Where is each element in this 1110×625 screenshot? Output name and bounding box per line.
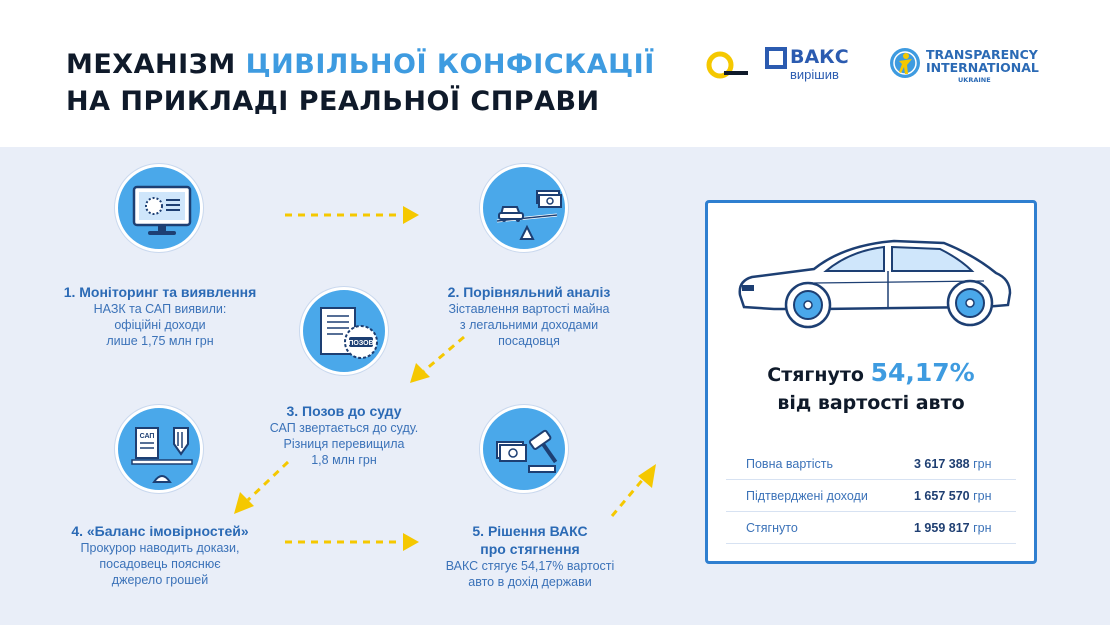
- step2-desc-line1: Зіставлення вартості майна: [448, 302, 610, 316]
- step5-title-line2: про стягнення: [480, 541, 580, 557]
- step5-text: 5. Рішення ВАКС про стягнення ВАКС стягу…: [420, 522, 640, 590]
- title-line1-prefix: МЕХАНІЗМ: [66, 49, 246, 80]
- globe-person-icon: [890, 48, 920, 78]
- stamp-label: ПОЗОВ: [348, 340, 373, 347]
- ti-logo-line1: TRANSPARENCY: [926, 47, 1038, 62]
- arrow-5-to-result-icon: [610, 464, 656, 517]
- scale-car-money-icon: [496, 190, 562, 240]
- step5-title-line1: 5. Рішення ВАКС: [472, 523, 588, 539]
- step4-text: 4. «Баланс імовірностей» Прокурор наводи…: [40, 522, 280, 588]
- vaks-square-icon: [765, 47, 787, 69]
- step3-title: 3. Позов до суду: [286, 403, 402, 419]
- row-unit: грн: [969, 457, 992, 471]
- step2-title: 2. Порівняльний аналіз: [447, 284, 611, 300]
- row-label: Повна вартість: [746, 457, 834, 471]
- vaks-logo-sub: вирішив: [790, 67, 839, 82]
- arrow-2-to-3-icon: [410, 335, 465, 383]
- row-value: 3 617 388 грн: [914, 457, 992, 471]
- arrow-3-to-4-icon: [234, 460, 290, 514]
- gavel-money-icon: [496, 429, 558, 473]
- step3-desc-line2: Різниця перевищила: [283, 437, 405, 451]
- doc-label: САП: [140, 433, 155, 440]
- result-percent: 54,17%: [870, 358, 975, 387]
- result-panel: Стягнуто 54,17% від вартості авто Повна …: [705, 200, 1037, 564]
- step2-text: 2. Порівняльний аналіз Зіставлення варто…: [414, 283, 644, 349]
- row-label: Стягнуто: [746, 521, 798, 535]
- row-unit: грн: [969, 521, 992, 535]
- car-icon: [738, 239, 1012, 329]
- vaks-logo-word: ВАКС: [790, 46, 849, 68]
- result-headline: Стягнуто 54,17% від вартості авто: [708, 359, 1034, 417]
- header: МЕХАНІЗМ ЦИВІЛЬНОЇ КОНФІСКАЦІЇ НА ПРИКЛА…: [0, 0, 1110, 147]
- step2-desc-line2: з легальними доходами: [459, 318, 599, 332]
- result-line2: від вартості авто: [777, 392, 965, 414]
- step1-desc-line1: НАЗК та САП виявили:: [93, 302, 227, 316]
- step5-circle: [480, 405, 568, 493]
- result-row-confirmed-income: Підтверджені доходи 1 657 570 грн: [726, 480, 1016, 512]
- title-line1-accent: ЦИВІЛЬНОЇ КОНФІСКАЦІЇ: [245, 49, 655, 80]
- result-row-full-value: Повна вартість 3 617 388 грн: [726, 448, 1016, 480]
- result-line1-prefix: Стягнуто: [767, 364, 871, 386]
- arrow-1-to-2-icon: [285, 206, 419, 224]
- row-unit: грн: [969, 489, 992, 503]
- balance-documents-icon: САП: [131, 427, 193, 483]
- step4-title: 4. «Баланс імовірностей»: [71, 523, 249, 539]
- step3-desc-line3: 1,8 млн грн: [311, 453, 377, 467]
- step4-desc-line1: Прокурор наводить докази,: [80, 541, 240, 555]
- step1-text: 1. Моніторинг та виявлення НАЗК та САП в…: [40, 283, 280, 349]
- ti-logo-line3: UKRAINE: [958, 76, 991, 84]
- step3-text: 3. Позов до суду САП звертається до суду…: [244, 402, 444, 468]
- row-amount: 3 617 388: [914, 457, 970, 471]
- step4-desc-line2: посадовець пояснює: [99, 557, 221, 571]
- step3-desc-line1: САП звертається до суду.: [269, 421, 419, 435]
- row-value: 1 959 817 грн: [914, 521, 992, 535]
- step2-desc-line3: посадовця: [498, 334, 560, 348]
- row-amount: 1 959 817: [914, 521, 970, 535]
- step4-circle: САП: [115, 405, 203, 493]
- arrow-4-to-5-icon: [285, 533, 419, 551]
- page-title: МЕХАНІЗМ ЦИВІЛЬНОЇ КОНФІСКАЦІЇ НА ПРИКЛА…: [66, 46, 655, 120]
- row-amount: 1 657 570: [914, 489, 970, 503]
- title-line2: НА ПРИКЛАДІ РЕАЛЬНОЇ СПРАВИ: [66, 86, 600, 117]
- step5-desc-line1: ВАКС стягує 54,17% вартості: [445, 559, 615, 573]
- step1-desc-line3: лише 1,75 млн грн: [106, 334, 214, 348]
- step5-desc-line2: авто в дохід держави: [468, 575, 592, 589]
- row-value: 1 657 570 грн: [914, 489, 992, 503]
- result-row-recovered: Стягнуто 1 959 817 грн: [726, 512, 1016, 544]
- ti-logo-line2: INTERNATIONAL: [926, 60, 1039, 75]
- monitor-icon: [132, 185, 192, 235]
- step2-circle: [480, 164, 568, 252]
- step1-desc-line2: офіційні доходи: [114, 318, 206, 332]
- step1-circle: [115, 164, 203, 252]
- step4-desc-line3: джерело грошей: [111, 573, 209, 587]
- step1-title: 1. Моніторинг та виявлення: [63, 284, 257, 300]
- row-label: Підтверджені доходи: [746, 489, 868, 503]
- transparency-logo: TRANSPARENCY INTERNATIONAL UKRAINE: [888, 46, 1039, 85]
- vaks-logo: ВАКС вирішив: [765, 46, 849, 82]
- yellow-ring-logo-icon: [706, 50, 750, 85]
- lawsuit-stamp-icon: ПОЗОВ: [320, 307, 378, 359]
- step3-circle: ПОЗОВ: [300, 287, 388, 375]
